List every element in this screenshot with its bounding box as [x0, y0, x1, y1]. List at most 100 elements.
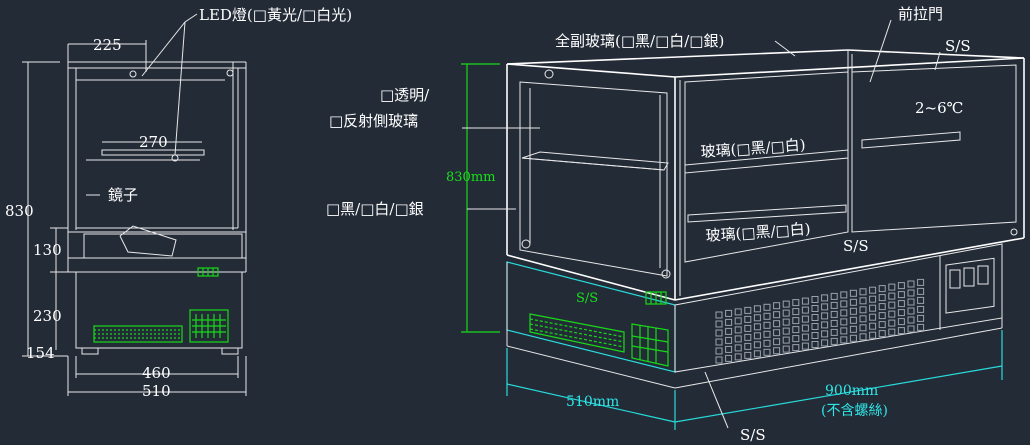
vent-slot	[869, 286, 877, 294]
vent-slot	[878, 303, 886, 311]
vent-slot	[888, 292, 896, 300]
vent-slot	[897, 300, 905, 308]
vent-slot	[859, 333, 867, 341]
vent-slot	[878, 321, 886, 329]
vent-slot	[917, 305, 925, 313]
vent-slot	[801, 333, 809, 341]
vent-slot	[888, 283, 896, 291]
vent-slot	[917, 296, 925, 304]
vent-slot	[744, 315, 752, 323]
width-note-label: (不含螺絲)	[821, 403, 888, 419]
vent-slot	[744, 351, 752, 359]
vent-slot	[840, 327, 848, 335]
vent-slot	[753, 341, 761, 349]
vent-slot	[744, 306, 752, 314]
vent-slot	[744, 342, 752, 350]
vent-slot	[821, 330, 829, 338]
vent-slot	[715, 329, 723, 337]
vent-slot	[715, 356, 723, 364]
vent-slot	[888, 328, 896, 336]
vent-slot	[725, 336, 733, 344]
vent-slot	[869, 304, 877, 312]
vent-slot	[782, 318, 790, 326]
vent-slot	[801, 342, 809, 350]
vent-slot	[811, 341, 819, 348]
vent-slot	[821, 339, 829, 347]
dim-base-height: 130	[33, 241, 62, 259]
vent-slot	[917, 323, 925, 331]
ss-top-label: S/S	[945, 37, 971, 55]
vent-slot	[840, 309, 848, 317]
vent-slot	[869, 322, 877, 330]
vent-slot	[869, 295, 877, 303]
top-glass-label: 全副玻璃(□黑/□白/□銀)	[555, 32, 724, 50]
vent-slot	[888, 319, 896, 327]
vent-slot	[830, 328, 838, 336]
perspective-dimensions	[461, 19, 1003, 430]
vent-slot	[840, 300, 848, 308]
width-dim-label: 900mm	[825, 383, 878, 399]
dim-foot-height: 154	[26, 344, 55, 362]
shelf-glass-lower-label: 玻璃(□黑/□白)	[705, 220, 811, 245]
perspective-view: 全副玻璃(□黑/□白/□銀) 前拉門 S/S □透明/ □反射側玻璃 2~6℃ …	[326, 5, 1025, 444]
vent-slot	[753, 332, 761, 340]
vent-slot	[792, 299, 800, 307]
vent-slot	[725, 309, 733, 317]
vent-slot	[917, 314, 925, 322]
temperature-label: 2~6℃	[915, 99, 963, 117]
side-glass-label-1: □透明/	[380, 86, 430, 104]
dim-inner-width: 460	[142, 364, 171, 382]
vent-slot	[897, 282, 905, 290]
vent-slot	[792, 344, 800, 352]
vent-slot	[830, 337, 838, 345]
vent-slot	[782, 345, 790, 353]
vent-slot	[763, 330, 771, 338]
display-base-cabinet	[506, 243, 1003, 389]
vent-slot	[773, 347, 781, 355]
vent-slot	[878, 294, 886, 302]
vent-slot	[859, 306, 867, 314]
vent-slot	[811, 296, 819, 303]
vent-slot	[830, 301, 838, 309]
vent-slot	[811, 314, 819, 321]
ss-panel-label: S/S	[843, 237, 869, 255]
vent-slot	[888, 301, 896, 309]
vent-slot	[859, 315, 867, 323]
vent-slot	[715, 338, 723, 346]
vent-slot	[753, 314, 761, 322]
vent-slot	[811, 332, 819, 339]
side-view-cabinet	[67, 61, 247, 355]
vent-slot	[725, 345, 733, 353]
vent-slot	[753, 350, 761, 358]
vent-slot	[811, 323, 819, 330]
vent-slot	[888, 310, 896, 318]
vent-slot	[782, 309, 790, 317]
vent-slot	[763, 312, 771, 320]
vent-slot	[734, 344, 742, 352]
vent-slot	[859, 324, 867, 332]
vent-slot	[849, 307, 857, 315]
vent-slot	[782, 336, 790, 344]
side-glass-label-2: □反射側玻璃	[329, 112, 418, 130]
vent-slot	[801, 306, 809, 314]
vent-slot	[801, 324, 809, 332]
vent-slot	[840, 291, 848, 299]
vent-slot	[715, 347, 723, 355]
vent-slot	[897, 318, 905, 326]
vent-slot	[753, 305, 761, 313]
vent-slot	[773, 302, 781, 310]
vent-slot	[744, 333, 752, 341]
vent-slot	[821, 294, 829, 302]
vent-slot	[734, 326, 742, 334]
vent-slot	[907, 307, 915, 315]
ss-base-green-label: S/S	[576, 291, 598, 306]
vent-slot	[821, 312, 829, 320]
shelf-glass-upper-label: 玻璃(□黑/□白)	[700, 136, 806, 161]
vent-slot	[715, 320, 723, 328]
vent-slot	[907, 325, 915, 333]
vent-slot	[782, 327, 790, 335]
vent-slot	[849, 298, 857, 306]
vent-slot	[878, 285, 886, 293]
vent-slot	[849, 334, 857, 342]
